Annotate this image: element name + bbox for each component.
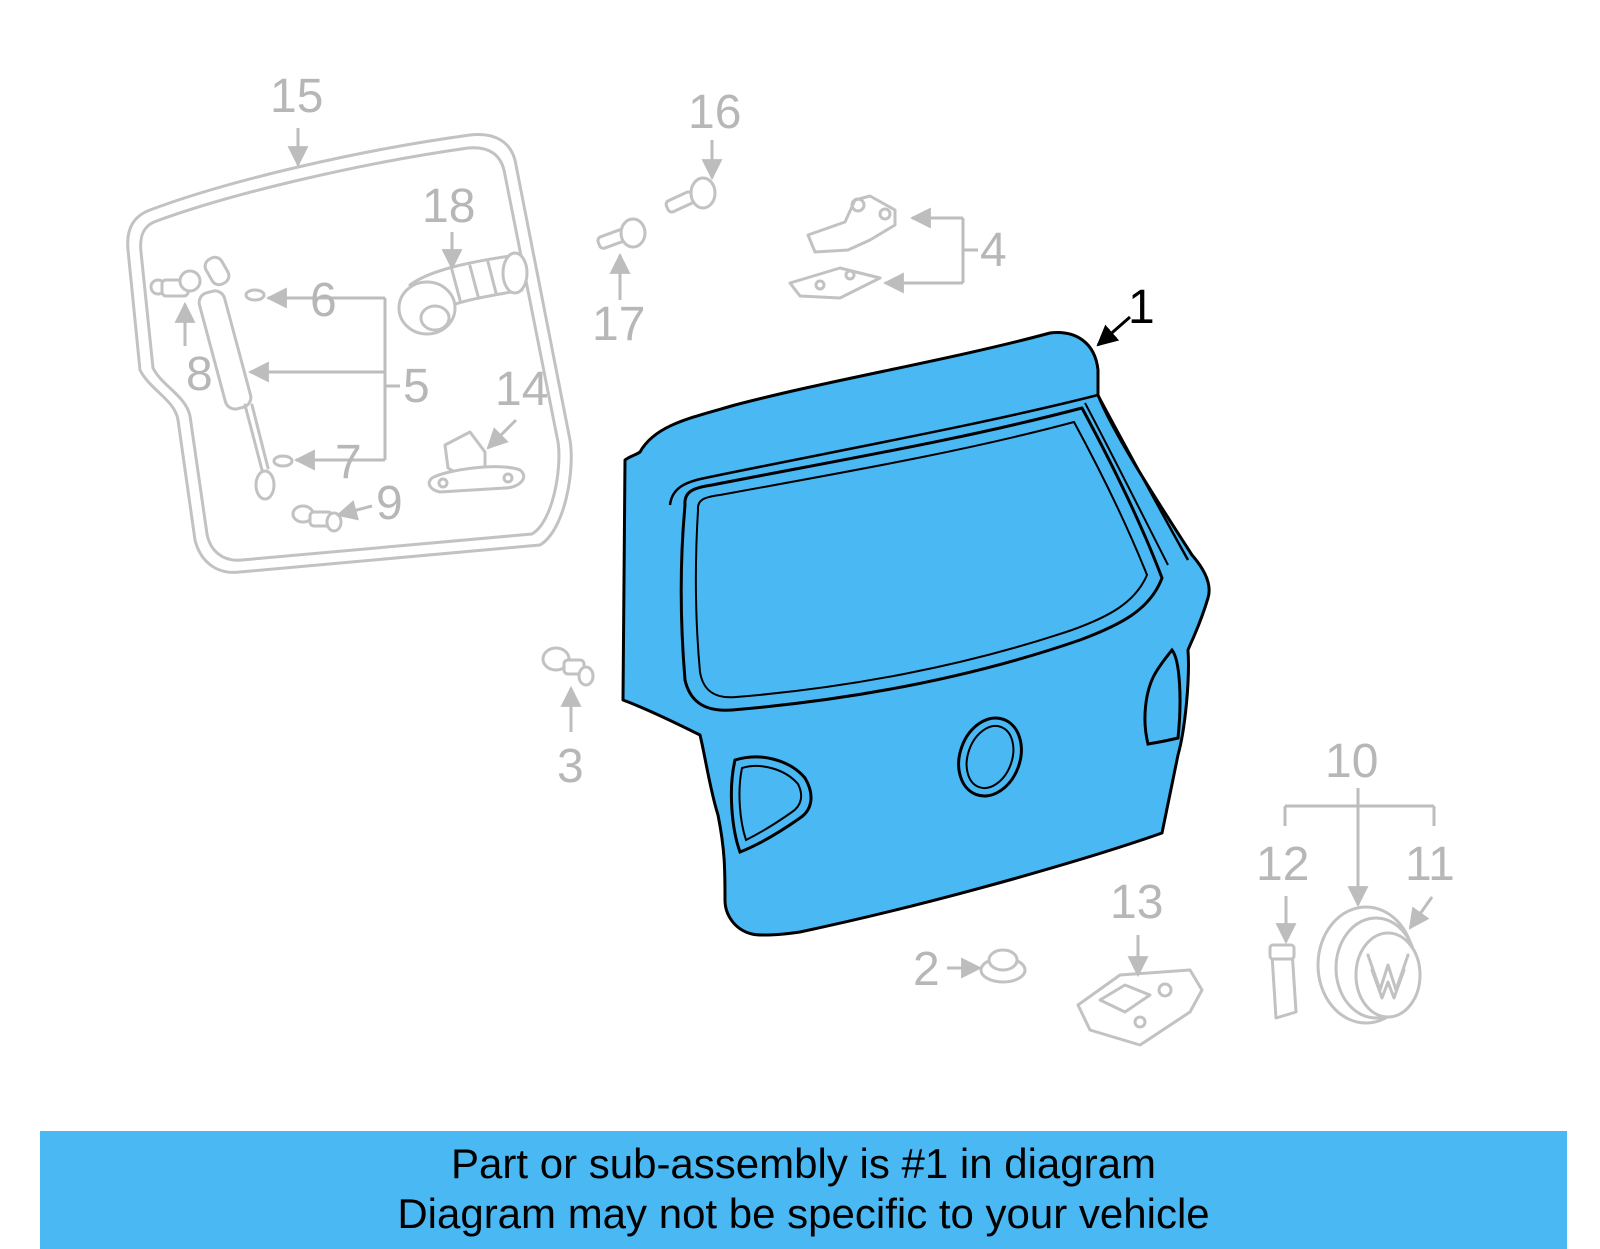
callout-3: 3 (557, 740, 584, 793)
part-18-grommet[interactable] (397, 251, 529, 336)
callout-6: 6 (310, 274, 337, 327)
callout-7: 7 (335, 436, 362, 489)
banner-line-disclaimer: Diagram may not be specific to your vehi… (397, 1190, 1210, 1237)
part-14-striker[interactable] (427, 430, 526, 494)
part-15-seal[interactable] (126, 132, 573, 574)
callout-12: 12 (1256, 838, 1309, 891)
part-9-ball-stud[interactable] (291, 504, 343, 533)
part-7-clip[interactable] (272, 454, 294, 468)
callout-10: 10 (1325, 735, 1378, 788)
callout-4: 4 (980, 224, 1007, 277)
leader-lines (174, 128, 1436, 979)
part-4-hinge[interactable] (788, 194, 897, 300)
callout-labels: 1 2 3 4 5 6 7 8 9 10 11 12 13 14 15 16 1… (186, 70, 1455, 996)
part-6-clip[interactable] (244, 288, 266, 302)
part-2-bumper[interactable] (979, 948, 1027, 984)
part-16-bolt[interactable] (664, 176, 717, 214)
callout-9: 9 (376, 477, 403, 530)
callout-18: 18 (422, 180, 475, 233)
parts-diagram: 1 2 3 4 5 6 7 8 9 10 11 12 13 14 15 16 1… (126, 70, 1455, 1047)
callout-13: 13 (1110, 876, 1163, 929)
callout-16: 16 (688, 86, 741, 139)
part-8-ball-stud[interactable] (149, 269, 202, 298)
callout-17: 17 (592, 298, 645, 351)
part-5-gas-strut[interactable] (197, 254, 276, 501)
callout-15: 15 (270, 70, 323, 123)
part-13-latch[interactable] (1076, 968, 1204, 1047)
part-3-clip[interactable] (541, 646, 595, 687)
callout-1: 1 (1128, 281, 1155, 334)
info-banner: Part or sub-assembly is #1 in diagram Di… (40, 1131, 1567, 1249)
banner-line-part: Part or sub-assembly is #1 in diagram (451, 1140, 1156, 1187)
part-17-bolt[interactable] (596, 217, 647, 250)
part-10-handle[interactable] (1316, 905, 1422, 1025)
part-1-tailgate[interactable] (621, 331, 1211, 937)
callout-14: 14 (495, 363, 548, 416)
callout-2: 2 (913, 943, 940, 996)
callout-8: 8 (186, 348, 213, 401)
callout-11: 11 (1405, 838, 1455, 891)
part-12-switch[interactable] (1268, 943, 1298, 1020)
callout-5: 5 (403, 360, 430, 413)
